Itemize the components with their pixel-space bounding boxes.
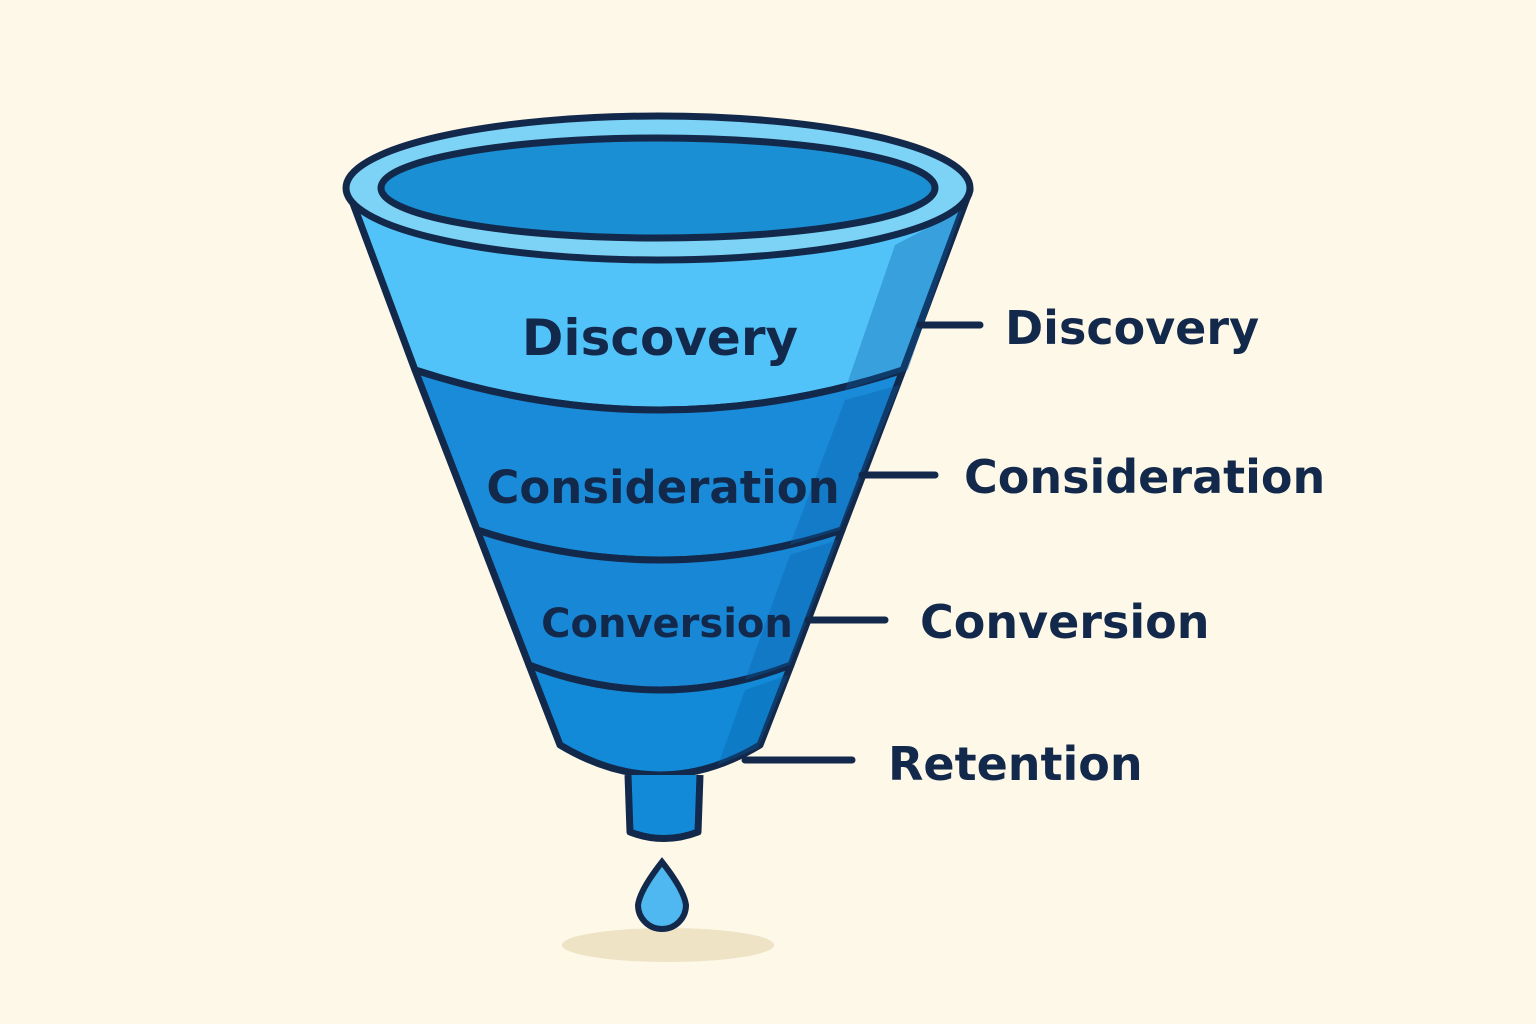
side-label-retention: Retention (888, 737, 1143, 791)
stage-band-retention (525, 661, 795, 779)
side-label-conversion: Conversion (920, 595, 1209, 649)
inner-label-consideration: Consideration (486, 461, 839, 514)
funnel-opening (377, 134, 939, 242)
side-label-consideration: Consideration (964, 450, 1325, 504)
funnel-shading (718, 210, 962, 765)
side-label-discovery: Discovery (1005, 301, 1259, 355)
inner-label-conversion: Conversion (541, 601, 793, 647)
water-drop-icon (634, 857, 690, 932)
drop-shadow (562, 928, 774, 962)
inner-label-discovery: Discovery (522, 309, 798, 367)
funnel-spout (624, 774, 704, 842)
